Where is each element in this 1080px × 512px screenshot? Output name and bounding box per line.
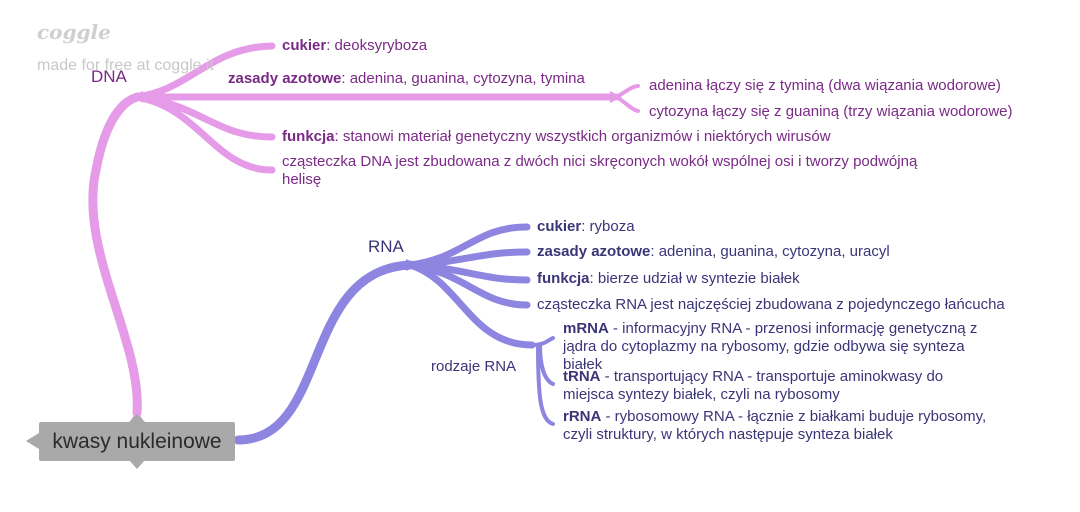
dna-bases-term: zasady azotowe: [228, 70, 342, 87]
rna-function-node[interactable]: funkcja: bierze udział w syntezie białek: [537, 270, 800, 288]
rna-types-label[interactable]: rodzaje RNA: [431, 358, 517, 375]
branch-rna-type-rrna: [536, 343, 555, 426]
branch-root-to-rna: [233, 260, 415, 445]
mrna-text: - informacyjny RNA - przenosi informację…: [563, 320, 978, 373]
branch-rna-type-mrna: [530, 336, 555, 347]
branch-rna-types: [406, 261, 536, 349]
mrna-term: mRNA: [563, 320, 609, 337]
dna-bases-arrow: [610, 91, 622, 103]
root-left-arrow: [26, 433, 39, 449]
rna-bases-node[interactable]: zasady azotowe: adenina, guanina, cytozy…: [537, 243, 890, 261]
root-node[interactable]: kwasy nukleinowe: [39, 422, 235, 461]
dna-structure-node[interactable]: cząsteczka DNA jest zbudowana z dwóch ni…: [282, 153, 918, 188]
dna-node-arrow: [131, 91, 143, 103]
rna-sugar-node[interactable]: cukier: ryboza: [537, 218, 635, 236]
coggle-logo: coggle: [37, 20, 111, 44]
dna-node-label[interactable]: DNA: [91, 67, 127, 86]
rna-function-text: : bierze udział w syntezie białek: [589, 270, 800, 287]
rna-node-arrow: [406, 259, 418, 271]
dna-function-term: funkcja: [282, 128, 335, 145]
rna-sugar-term: cukier: [537, 218, 582, 235]
dna-pairing-cg[interactable]: cytozyna łączy się z guaniną (trzy wiąza…: [649, 103, 1013, 120]
branch-rna-type-trna: [538, 343, 555, 386]
dna-sugar-term: cukier: [282, 37, 327, 54]
rna-type-rrna[interactable]: rRNA - rybosomowy RNA - łącznie z białka…: [563, 408, 1003, 444]
dna-pairing-at[interactable]: adenina łączy się z tyminą (dwa wiązania…: [649, 77, 1001, 94]
trna-text: - transportujący RNA - transportuje amin…: [563, 368, 944, 403]
branch-root-to-dna: [88, 92, 142, 418]
rna-node-label[interactable]: RNA: [368, 237, 404, 256]
rna-bases-text: : adenina, guanina, cytozyna, uracyl: [650, 243, 890, 260]
rna-bases-term: zasady azotowe: [537, 243, 651, 260]
dna-sugar-node[interactable]: cukier: deoksyryboza: [282, 37, 427, 55]
dna-sugar-text: : deoksyryboza: [326, 37, 428, 54]
rna-type-trna[interactable]: tRNA - transportujący RNA - transportuje…: [563, 368, 993, 404]
dna-bases-text: : adenina, guanina, cytozyna, tymina: [341, 70, 585, 87]
rrna-text: - rybosomowy RNA - łącznie z białkami bu…: [563, 408, 987, 443]
branch-dna-pairing-2: [614, 95, 640, 113]
branch-dna-structure: [133, 93, 276, 174]
dna-function-node[interactable]: funkcja: stanowi materiał genetyczny wsz…: [282, 128, 831, 146]
rna-type-mrna[interactable]: mRNA - informacyjny RNA - przenosi infor…: [563, 320, 993, 374]
rna-function-term: funkcja: [537, 270, 590, 287]
root-bottom-arrow: [129, 460, 145, 469]
dna-bases-node[interactable]: zasady azotowe: adenina, guanina, cytozy…: [228, 70, 585, 88]
branch-rna-structure: [406, 261, 531, 309]
root-top-arrow: [129, 414, 145, 422]
coggle-tagline: made for free at coggle.it: [37, 57, 214, 74]
dna-function-text: : stanowi materiał genetyczny wszystkich…: [334, 128, 831, 145]
rrna-term: rRNA: [563, 408, 602, 425]
branch-dna-pairing-1: [614, 84, 640, 99]
trna-term: tRNA: [563, 368, 601, 385]
rna-sugar-text: : ryboza: [581, 218, 635, 235]
branch-dna-sugar: [133, 42, 276, 101]
root-node-label: kwasy nukleinowe: [52, 429, 222, 453]
rna-structure-node[interactable]: cząsteczka RNA jest najczęściej zbudowan…: [537, 296, 1005, 313]
